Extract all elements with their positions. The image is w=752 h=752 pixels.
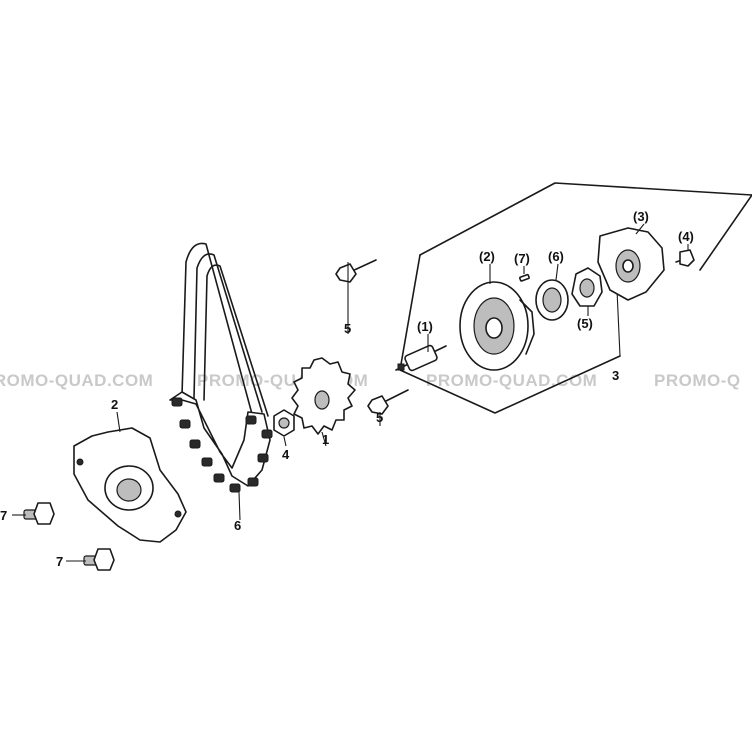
callout-sub-3: (3)	[633, 209, 649, 224]
callout-5-lower: 5	[376, 410, 383, 425]
screw-upper	[23, 502, 55, 525]
callout-sub-2: (2)	[479, 249, 495, 264]
callout-5-upper: 5	[344, 321, 351, 336]
pump-pin	[519, 273, 530, 282]
watermark-row: PROMO-QUAD.COM PROMO-QUAD.COM PROMO-QUAD…	[0, 371, 741, 390]
watermark-text: PROMO-QUAD.COM	[0, 371, 153, 390]
callout-1: 1	[322, 432, 329, 447]
pump-cover-plate	[597, 227, 665, 301]
watermark-text: PROMO-QUAD.COM	[426, 371, 597, 390]
callout-sub-5: (5)	[577, 316, 593, 331]
sprocket	[291, 357, 356, 435]
callout-sub-1: (1)	[417, 319, 433, 334]
cover-screw	[675, 249, 695, 267]
outer-rotor	[571, 267, 603, 307]
watermark-text: PROMO-Q	[654, 371, 741, 390]
drive-chain	[169, 242, 273, 493]
callout-7-upper: 7	[0, 508, 7, 523]
callout-sub-4: (4)	[678, 229, 694, 244]
nut	[273, 409, 295, 437]
callout-7-lower: 7	[56, 554, 63, 569]
screw-lower	[83, 548, 115, 571]
pump-body	[459, 281, 535, 371]
callout-labels: 1 2 3 4 5 5 6 7 7 (1) (2) (3) (4) (5) (6…	[0, 209, 694, 569]
pump-shaft	[395, 344, 447, 372]
callout-6: 6	[234, 518, 241, 533]
callout-3: 3	[612, 368, 619, 383]
callout-sub-7: (7)	[514, 251, 530, 266]
callout-sub-6: (6)	[548, 249, 564, 264]
chain-links	[171, 397, 273, 493]
callout-4: 4	[282, 447, 290, 462]
leader-lines	[12, 223, 689, 562]
bolt-upper	[335, 259, 377, 283]
inner-rotor	[535, 279, 569, 321]
timing-cover	[73, 427, 187, 543]
bolt-lower	[367, 389, 409, 415]
callout-2: 2	[111, 397, 118, 412]
